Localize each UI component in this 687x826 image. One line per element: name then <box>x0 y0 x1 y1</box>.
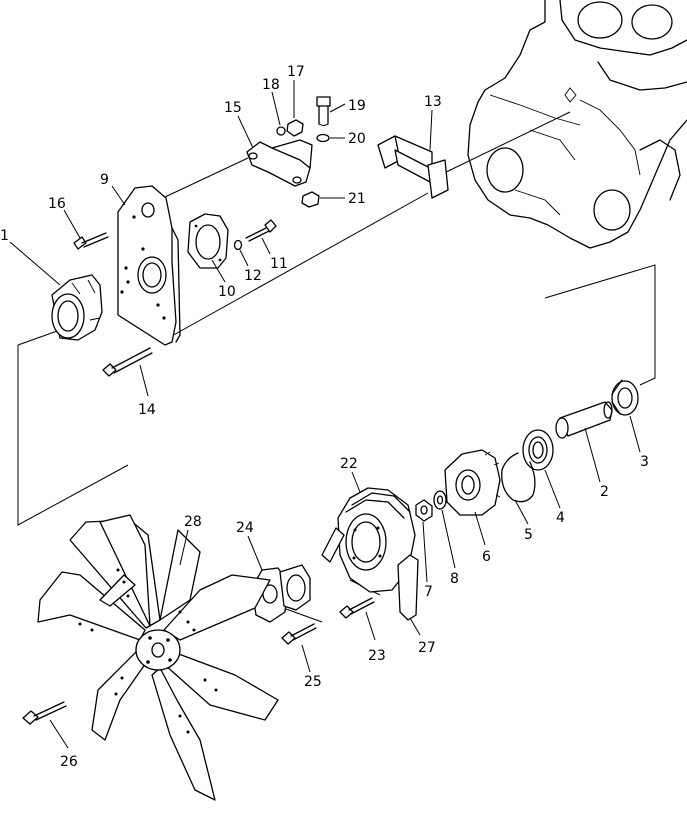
part-12-washer <box>233 239 243 251</box>
callout-28: 28 <box>184 514 202 530</box>
callout-2: 2 <box>600 484 609 500</box>
part-15-upper-bracket <box>246 139 313 187</box>
callout-19: 19 <box>348 98 366 114</box>
part-13-stay <box>377 135 449 199</box>
callout-26: 26 <box>60 754 78 770</box>
callout-14: 14 <box>138 402 156 418</box>
callout-7: 7 <box>424 584 433 600</box>
part-27-bracket <box>397 554 419 621</box>
part-9-bracket-plate <box>117 185 181 346</box>
engine-block <box>467 0 687 249</box>
callout-3: 3 <box>640 454 649 470</box>
part-6-hub <box>444 449 501 516</box>
part-22-pulley <box>321 487 416 593</box>
part-4-bearing <box>522 429 554 471</box>
callout-17: 17 <box>287 64 305 80</box>
callout-27: 27 <box>418 640 436 656</box>
part-8-washer <box>433 490 447 510</box>
callout-22: 22 <box>340 456 358 472</box>
part-26-bolt <box>22 701 67 725</box>
callout-10: 10 <box>218 284 236 300</box>
callout-13: 13 <box>424 94 442 110</box>
callout-4: 4 <box>556 510 565 526</box>
callout-12: 12 <box>244 268 262 284</box>
part-5-snap-ring <box>501 452 536 503</box>
part-11-bolt <box>245 219 277 242</box>
part-10-gasket <box>187 213 229 269</box>
part-20-washer <box>316 133 330 143</box>
part-19-bolt <box>316 96 331 126</box>
callout-15: 15 <box>224 100 242 116</box>
callout-25: 25 <box>304 674 322 690</box>
part-17-nut <box>286 119 304 137</box>
part-7-nut <box>415 499 433 522</box>
callout-1: 1 <box>0 228 9 244</box>
callout-24: 24 <box>236 520 254 536</box>
callout-21: 21 <box>348 191 366 207</box>
part-3-bearing <box>611 379 639 416</box>
part-21-nut <box>301 191 320 208</box>
part-18-washer <box>276 126 286 136</box>
part-14-bolt <box>102 347 153 377</box>
callout-18: 18 <box>262 77 280 93</box>
callout-20: 20 <box>348 131 366 147</box>
callout-16: 16 <box>48 196 66 212</box>
part-25-bolt <box>281 623 317 645</box>
callout-8: 8 <box>450 571 459 587</box>
callout-5: 5 <box>524 527 533 543</box>
part-1-coupling <box>51 274 103 341</box>
part-16-bolt <box>73 232 109 250</box>
callout-leaders <box>9 80 641 749</box>
callout-6: 6 <box>482 549 491 565</box>
callout-23: 23 <box>368 648 386 664</box>
callout-11: 11 <box>270 256 288 272</box>
part-23-bolt <box>339 597 375 619</box>
part-2-shaft <box>555 401 613 439</box>
callout-labels: 1 2 3 4 5 6 7 8 9 10 11 12 13 14 15 16 1… <box>0 64 649 770</box>
part-28-fan <box>37 514 279 801</box>
callout-9: 9 <box>100 172 109 188</box>
